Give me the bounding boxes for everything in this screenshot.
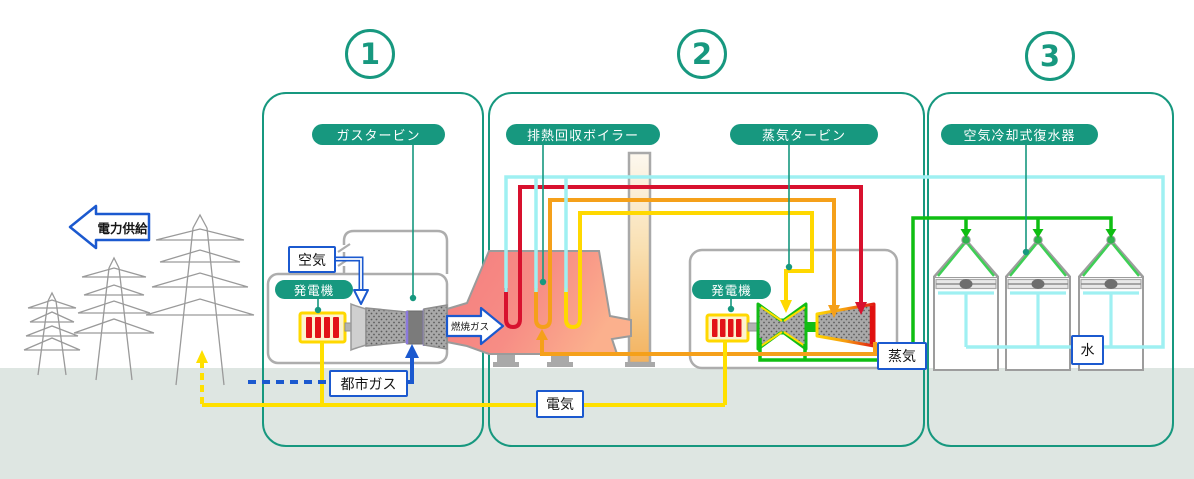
pipe-ip-steam-orange — [534, 198, 840, 330]
pipe-condensate-return-orange — [536, 329, 877, 356]
label-leader-lines — [314, 143, 1030, 314]
pill-steam-turbine: 蒸気タービン — [730, 124, 878, 145]
tower-small — [23, 291, 81, 376]
stack — [627, 151, 652, 365]
pill-generator-gas: 発電機 — [275, 280, 353, 299]
section-2-number: 2 — [677, 29, 727, 79]
label-combustion-gas: 燃焼ガス — [450, 321, 489, 333]
generator-gas — [298, 311, 347, 344]
label-electricity: 電気 — [536, 390, 584, 418]
pill-gas-turbine: ガスタービン — [312, 124, 445, 145]
pipe-hp-steam-red — [504, 185, 867, 330]
label-air: 空気 — [288, 246, 336, 273]
power-supply-arrow — [68, 204, 151, 250]
steam-turbine-unit — [705, 302, 876, 351]
turbine — [423, 304, 448, 350]
transmission-towers — [23, 213, 255, 386]
gas-turbine-unit — [298, 302, 448, 352]
condenser-unit-1 — [933, 235, 999, 371]
ground-band — [0, 368, 1194, 479]
electricity-line-yellow — [196, 341, 727, 407]
condenser-unit-2 — [1005, 235, 1071, 371]
label-steam: 蒸気 — [877, 342, 927, 370]
compressor-inlet — [350, 302, 367, 352]
pipe-lp-steam-yellow — [564, 211, 814, 330]
pill-hrsg: 排熱回収ボイラー — [506, 124, 660, 145]
tower-medium — [73, 256, 155, 381]
combustion-gas-arrow — [445, 306, 505, 346]
label-power-supply: 電力供給 — [97, 220, 148, 236]
section-3-number: 3 — [1025, 31, 1075, 81]
label-city-gas: 都市ガス — [329, 370, 408, 397]
label-water: 水 — [1071, 335, 1104, 365]
air-line-blue — [333, 256, 369, 305]
tower-large — [145, 213, 255, 386]
generator-steam — [705, 313, 750, 343]
section-3-box — [927, 92, 1174, 447]
section-1-number: 1 — [345, 29, 395, 79]
compressor — [365, 307, 408, 347]
pill-air-cooled-condenser: 空気冷却式復水器 — [941, 124, 1098, 145]
condenser-units — [933, 235, 1144, 371]
pill-generator-steam: 発電機 — [692, 280, 771, 299]
combustor — [406, 310, 425, 345]
